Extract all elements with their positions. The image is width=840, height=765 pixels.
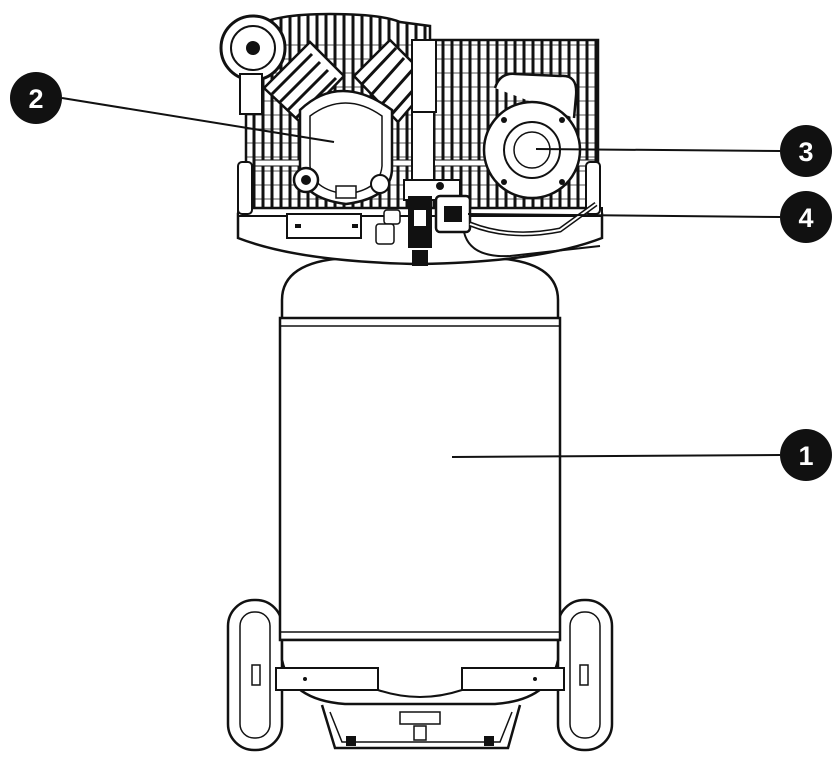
check-valve [434,194,601,258]
callout-4: 4 [467,191,832,243]
leader-line-3 [535,148,781,152]
callout-number-3: 3 [798,137,813,167]
callout-number-1: 1 [798,441,813,471]
leader-line-1 [451,454,781,458]
left-wheel [226,598,284,752]
callout-number-2: 2 [28,84,43,114]
callout-badge-4 [780,191,832,243]
callout-badge-2 [10,72,62,124]
motor [482,72,582,200]
foot-stand [320,704,522,750]
callout-badge-1 [780,429,832,481]
callout-number-4: 4 [798,203,813,233]
callout-3: 3 [535,125,832,177]
leader-line-4 [467,213,781,218]
callout-1: 1 [451,429,832,481]
callout-2: 2 [10,72,335,143]
leader-line-2 [61,97,335,143]
flywheel [219,14,287,115]
callout-badge-3 [780,125,832,177]
right-wheel [556,598,614,752]
pressure-switch [375,39,461,248]
air-tank [278,256,562,706]
axle-bracket [275,667,565,698]
